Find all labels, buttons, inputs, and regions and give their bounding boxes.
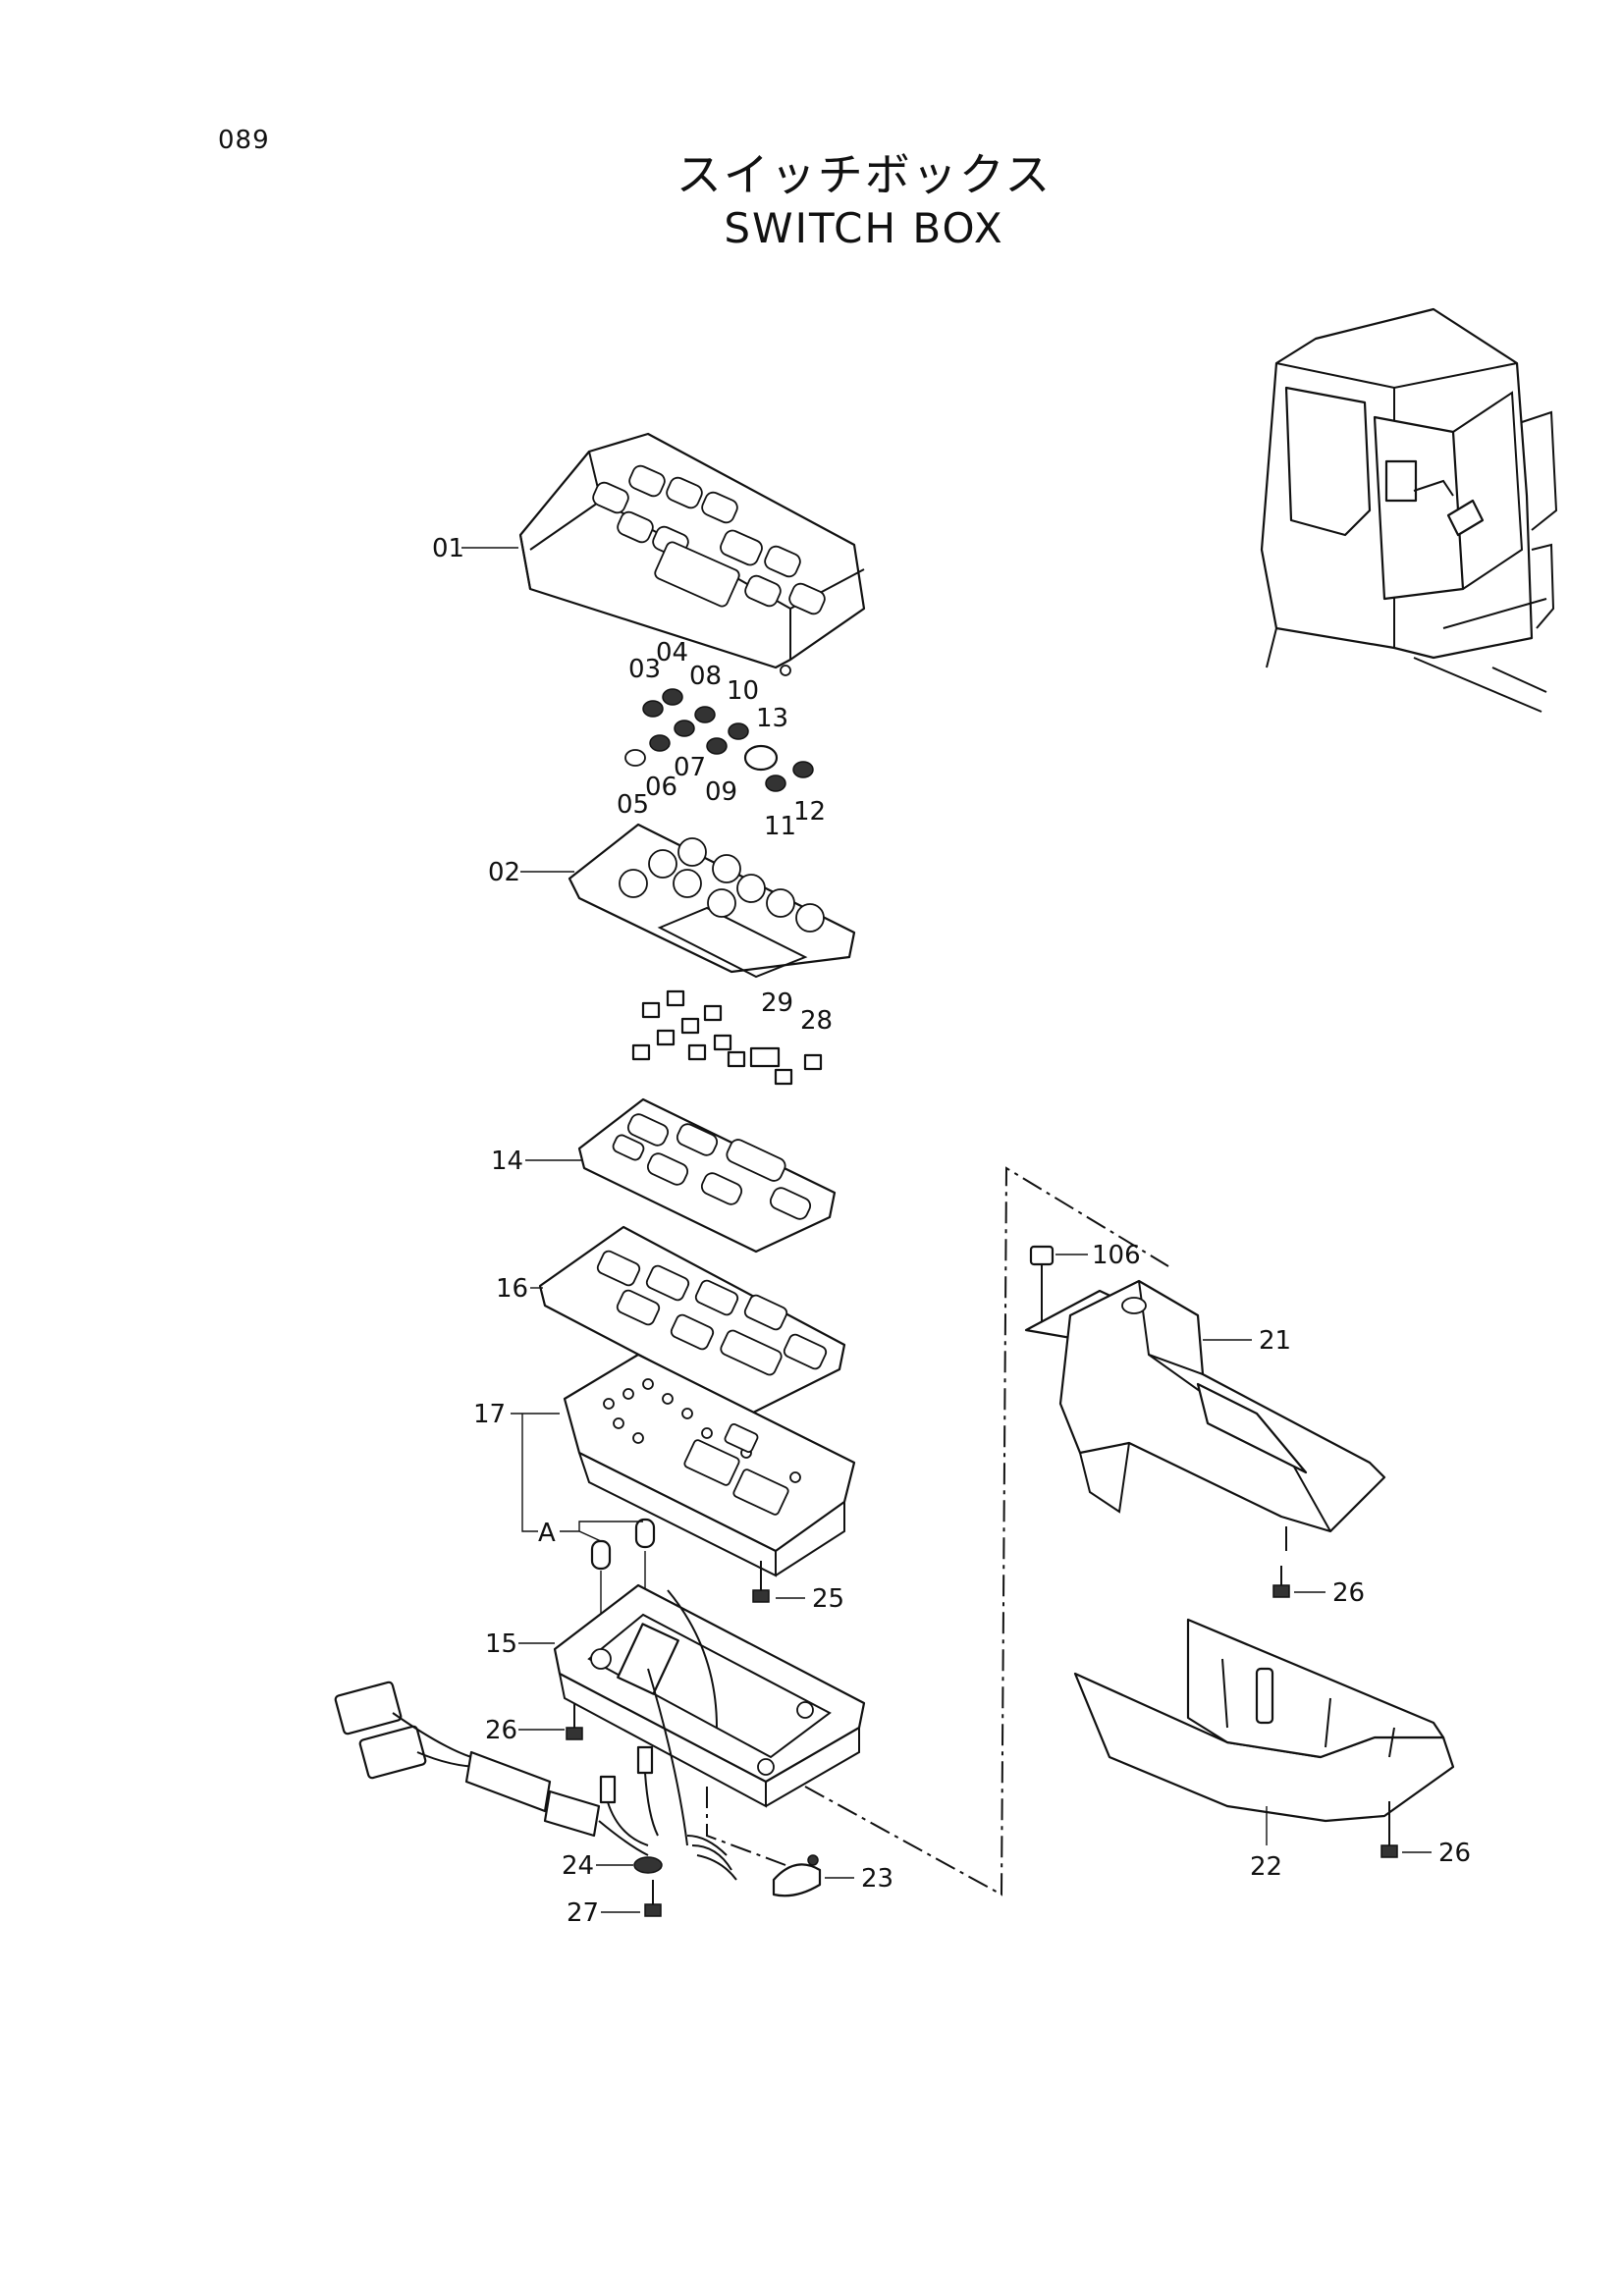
label-07: 07 xyxy=(674,753,706,782)
label-23: 23 xyxy=(861,1864,893,1894)
label-26: 26 xyxy=(485,1716,517,1745)
label-03: 03 xyxy=(628,655,661,684)
label-05: 05 xyxy=(617,790,649,820)
part-24-clamp xyxy=(633,1856,663,1874)
title-japanese: スイッチボックス xyxy=(676,148,1053,201)
part-22-cover xyxy=(1073,1618,1455,1823)
label-06: 06 xyxy=(645,773,677,802)
label-24: 24 xyxy=(562,1851,594,1881)
label-17: 17 xyxy=(473,1400,506,1429)
label-02: 02 xyxy=(488,858,520,887)
label-29: 29 xyxy=(761,988,793,1018)
switch-elements xyxy=(631,989,823,1086)
label-22: 22 xyxy=(1250,1852,1282,1882)
label-26: 26 xyxy=(1438,1839,1471,1868)
label-15: 15 xyxy=(485,1629,517,1659)
label-25: 25 xyxy=(812,1584,844,1614)
label-14: 14 xyxy=(491,1147,523,1176)
part-26-screw-left xyxy=(566,1703,583,1740)
excavator-cab-illustration xyxy=(1260,307,1558,713)
part-21-bracket xyxy=(1024,1279,1386,1551)
switch-knobs xyxy=(624,688,814,792)
label-26: 26 xyxy=(1332,1578,1365,1608)
title-block: スイッチボックス SWITCH BOX xyxy=(638,147,1090,255)
part-106-bolt xyxy=(1029,1245,1055,1325)
label-01: 01 xyxy=(432,534,464,563)
part-23-grommet xyxy=(772,1854,822,1897)
label-A: A xyxy=(538,1519,556,1548)
label-12: 12 xyxy=(793,797,826,827)
part-16-board xyxy=(538,1225,846,1415)
label-13: 13 xyxy=(756,704,788,733)
label-09: 09 xyxy=(705,777,737,807)
part-02-gasket xyxy=(568,823,856,979)
part-26-screw-bottom xyxy=(1380,1801,1398,1858)
label-11: 11 xyxy=(764,812,796,841)
bulbs xyxy=(590,1518,656,1571)
part-17-circuit-board xyxy=(563,1353,856,1577)
part-26-screw-right xyxy=(1272,1566,1290,1598)
page-number: 089 xyxy=(218,126,270,155)
label-16: 16 xyxy=(496,1274,528,1304)
part-15-case xyxy=(553,1583,866,1808)
part-14-board xyxy=(577,1097,837,1254)
title-english: SWITCH BOX xyxy=(724,204,1004,252)
label-106: 106 xyxy=(1092,1241,1141,1270)
label-10: 10 xyxy=(727,676,759,706)
part-27-screw xyxy=(644,1880,662,1917)
wire-harness xyxy=(334,1668,737,1881)
part-01-cover xyxy=(518,432,866,676)
label-04: 04 xyxy=(656,638,688,667)
label-27: 27 xyxy=(567,1898,599,1928)
label-28: 28 xyxy=(800,1006,833,1036)
label-21: 21 xyxy=(1259,1326,1291,1356)
part-25-screw xyxy=(752,1561,770,1603)
label-08: 08 xyxy=(689,662,722,691)
